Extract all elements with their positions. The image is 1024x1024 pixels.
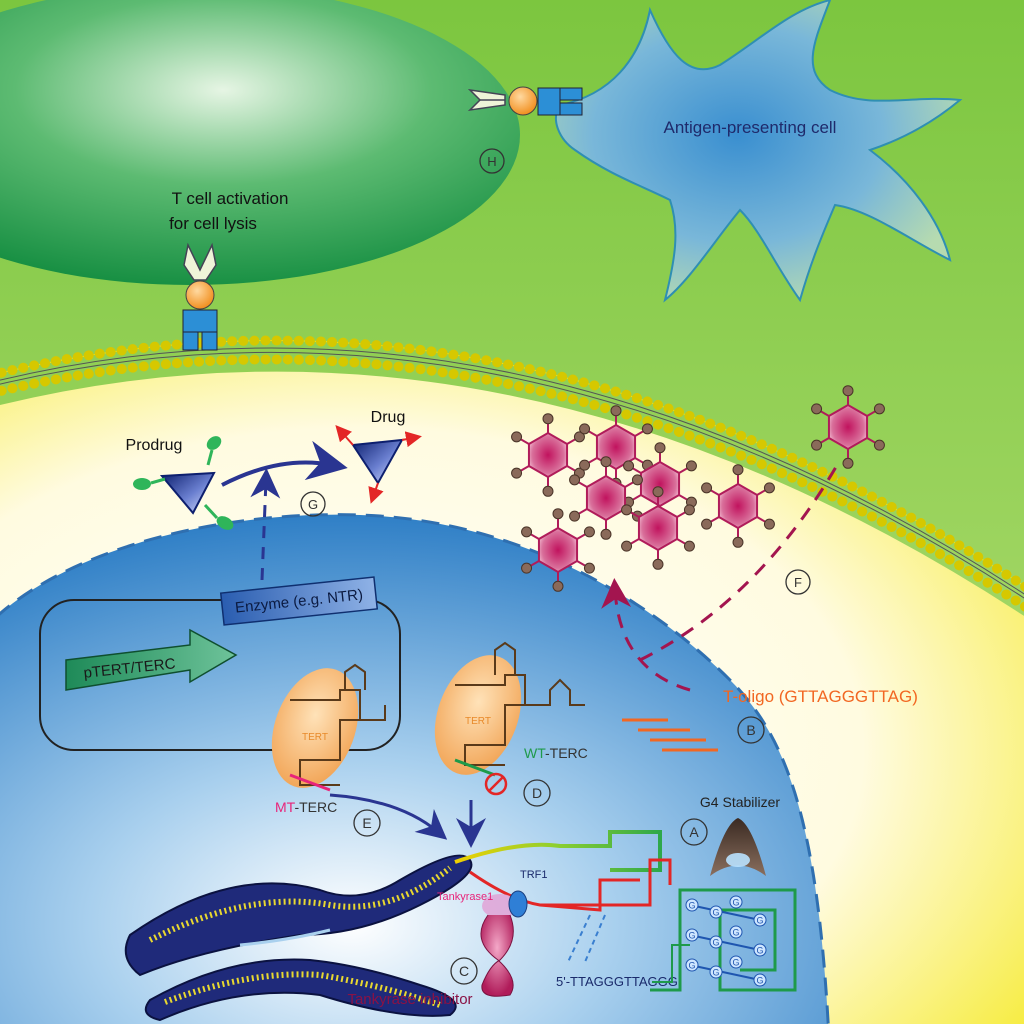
molecule-cluster bbox=[511, 385, 885, 592]
g-base-label: G bbox=[712, 908, 719, 918]
promoter-arrow bbox=[65, 628, 238, 691]
tankyrase-inhibitor-shape bbox=[480, 914, 514, 997]
g-base-label: G bbox=[756, 946, 763, 956]
hexagonal-molecule bbox=[521, 508, 595, 592]
marker-g-circle bbox=[300, 491, 326, 517]
conversion-arrow bbox=[221, 440, 348, 487]
apc-label: Antigen-presenting cell bbox=[664, 118, 837, 137]
telomere-loop bbox=[539, 878, 640, 912]
marker-b: B bbox=[746, 722, 755, 738]
g-base-label: G bbox=[732, 898, 739, 908]
plasmid bbox=[39, 599, 401, 751]
g-base-circle bbox=[753, 943, 767, 957]
synapse-receptor bbox=[467, 86, 583, 116]
g-base-label: G bbox=[688, 931, 695, 941]
hexagonal-molecule bbox=[621, 486, 695, 570]
chromosome bbox=[124, 854, 473, 1022]
marker-d-circle bbox=[523, 779, 551, 807]
hexagonal-molecule bbox=[511, 413, 585, 497]
g-base-circle bbox=[729, 895, 743, 909]
enzyme-gene bbox=[219, 576, 379, 626]
telomerase-mt bbox=[271, 663, 386, 792]
marker-a: A bbox=[689, 824, 699, 840]
hexagonal-molecule bbox=[811, 385, 885, 469]
sequence-link bbox=[652, 944, 690, 983]
mt-terc-label: MT-TERC bbox=[275, 799, 337, 815]
hexagonal-molecule bbox=[623, 442, 697, 526]
wt-terc-label: WT-TERC bbox=[524, 745, 588, 761]
g-base-circle bbox=[709, 905, 723, 919]
g-base-circle bbox=[729, 925, 743, 939]
t-oligo-label: T-oligo (GTTAGGGTTAG) bbox=[723, 687, 918, 706]
g-base-label: G bbox=[712, 968, 719, 978]
tert-label-left: TERT bbox=[302, 732, 328, 743]
g4-label: G4 Stabilizer bbox=[700, 794, 780, 810]
tankyrase-inhibitor-label: Tankyrase inhibitor bbox=[347, 991, 472, 1008]
g-base-circle bbox=[685, 928, 699, 942]
t-oligo-icon bbox=[622, 718, 718, 752]
marker-f: F bbox=[794, 575, 802, 590]
tert-label-right: TERT bbox=[465, 716, 491, 727]
g-base-circle bbox=[709, 965, 723, 979]
mt-curve-arrow bbox=[329, 793, 448, 840]
g-base-circle bbox=[709, 935, 723, 949]
g-base-circle bbox=[753, 913, 767, 927]
marker-h-circle bbox=[479, 148, 505, 174]
marker-c: C bbox=[459, 963, 469, 979]
marker-g: G bbox=[308, 497, 318, 512]
g-base-label: G bbox=[732, 958, 739, 968]
trf1-label: TRF1 bbox=[520, 869, 548, 881]
inhibit-icon bbox=[484, 772, 508, 796]
g-quadruplex: G G G G G G G G G G G G bbox=[650, 888, 797, 992]
tankyrase1-label: Tankyrase1 bbox=[437, 891, 493, 903]
telomere-strand bbox=[454, 830, 662, 872]
g-base-circle bbox=[753, 973, 767, 987]
g-base-label: G bbox=[732, 928, 739, 938]
g-base-circle bbox=[685, 898, 699, 912]
prodrug-label: Prodrug bbox=[126, 437, 183, 454]
wt-prefix: WT bbox=[524, 745, 546, 761]
hexagonal-molecule bbox=[701, 464, 775, 548]
g4-stabilizer-cap bbox=[710, 818, 766, 876]
marker-a-circle bbox=[680, 818, 708, 846]
telomerase-wt bbox=[434, 641, 585, 777]
g-base-circle bbox=[729, 955, 743, 969]
g-base-label: G bbox=[688, 901, 695, 911]
drug-icon bbox=[335, 425, 422, 504]
marker-f-circle bbox=[785, 569, 811, 595]
secretion-arrow bbox=[639, 459, 842, 662]
tcell-label-line2: for cell lysis bbox=[169, 214, 257, 233]
t-cell bbox=[0, 0, 520, 285]
g-base-label: G bbox=[756, 916, 763, 926]
antigen-presenting-cell bbox=[555, 0, 963, 303]
mt-suffix: -TERC bbox=[294, 799, 337, 815]
prodrug-icon bbox=[133, 436, 234, 530]
wt-suffix: -TERC bbox=[545, 745, 588, 761]
tcell-label-line1: T cell activation bbox=[172, 189, 289, 208]
sequence-label: 5'-TTAGGGTTAGGG bbox=[556, 974, 678, 989]
marker-c-circle bbox=[450, 957, 478, 985]
g4-stabilizer-glow bbox=[726, 853, 750, 867]
hexagonal-molecule bbox=[569, 456, 643, 540]
g-base-label: G bbox=[712, 938, 719, 948]
marker-h: H bbox=[487, 154, 496, 169]
g-base-circle bbox=[685, 958, 699, 972]
marker-b-circle bbox=[737, 716, 765, 744]
enzyme-to-g-arrow bbox=[250, 468, 281, 581]
g-base-label: G bbox=[756, 976, 763, 986]
marker-d: D bbox=[532, 785, 542, 801]
drug-label: Drug bbox=[371, 409, 406, 426]
marker-e: E bbox=[362, 815, 371, 831]
g-base-label: G bbox=[688, 961, 695, 971]
trf1-protein bbox=[508, 890, 528, 918]
tcell-receptor bbox=[182, 242, 218, 351]
mt-prefix: MT bbox=[275, 799, 296, 815]
marker-e-circle bbox=[353, 809, 381, 837]
